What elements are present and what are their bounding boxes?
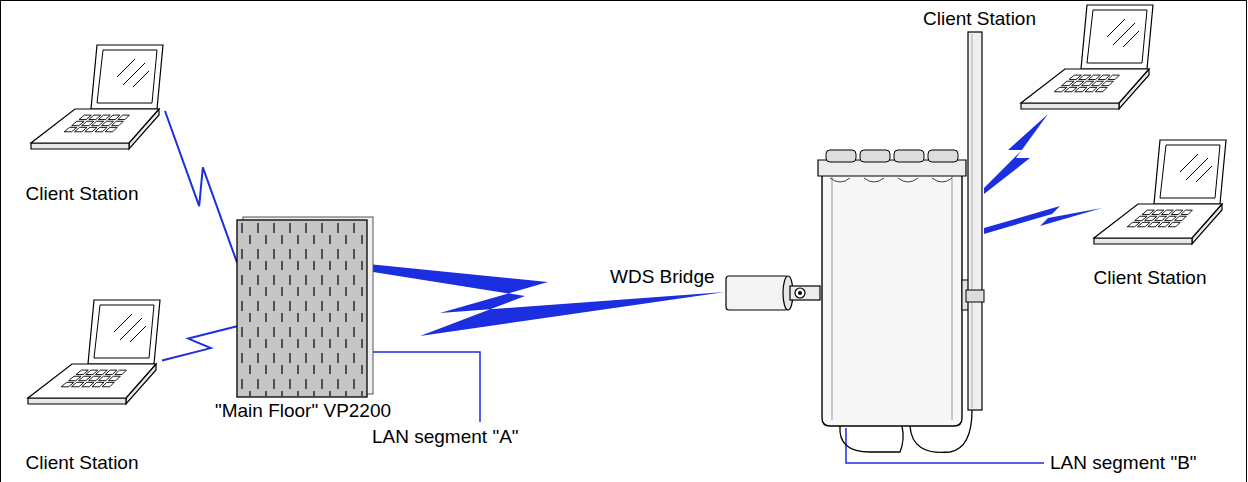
station-label: Client Station [1093,267,1206,289]
client-station-node: Client Station [1015,5,1155,115]
lan-label: LAN segment "B" [1050,452,1197,474]
station-label: Client Station [923,8,1036,30]
wireless-link [165,111,237,262]
wireless-bolt [984,114,1048,194]
client-station-node: Client Station [25,45,165,155]
client-station-node: Client Station [22,300,162,410]
access-point-node: "Main Floor" VP2200 [237,220,373,397]
access-point-icon [237,220,373,397]
wds-bridge-bolt [348,262,725,336]
wireless-link [162,326,237,360]
laptop-icon [22,300,162,410]
antenna-pole [966,32,984,410]
bridge-antenna [726,276,820,310]
device-label: "Main Floor" VP2200 [215,400,391,422]
lan-label: LAN segment "A" [372,426,519,448]
laptop-icon [25,45,165,155]
link-label: WDS Bridge [610,266,715,288]
station-label: Client Station [25,452,138,474]
outdoor-unit [818,150,972,452]
client-station-node: Client Station [1088,140,1228,250]
wireless-bolt [984,206,1102,234]
station-label: Client Station [25,183,138,205]
laptop-icon [1088,140,1228,250]
lan-wire [846,428,1044,463]
